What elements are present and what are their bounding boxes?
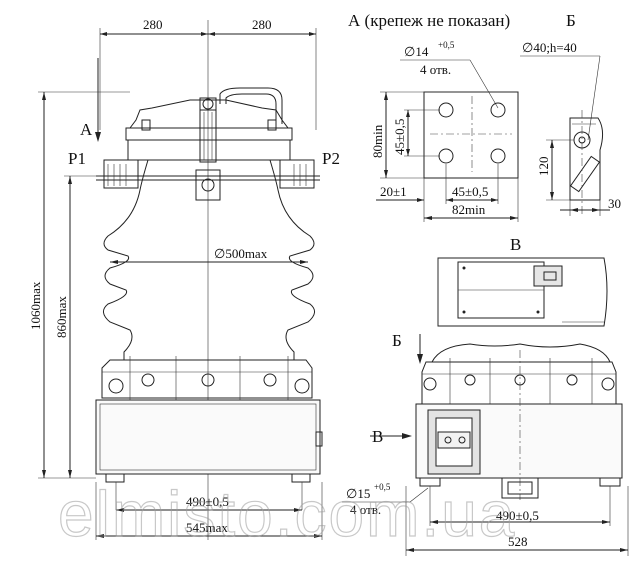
hole-14-count: 4 отв.: [420, 62, 451, 77]
hole-14-tol: +0,5: [438, 40, 455, 50]
view-v-title: В: [510, 235, 521, 254]
dim-20: 20±1: [380, 184, 407, 199]
dim-860max: 860max: [54, 296, 69, 338]
dim-80min: 80min: [370, 124, 385, 158]
label-p1: P1: [68, 149, 86, 168]
dim-528: 528: [508, 534, 528, 549]
dim-120: 120: [536, 157, 551, 177]
front-view: 280 280 А P1 P2: [28, 17, 340, 540]
dim-280-right: 280: [252, 17, 272, 32]
view-v: В: [437, 235, 608, 327]
dim-b-spec: ∅40;h=40: [522, 40, 577, 55]
marker-a: А: [80, 120, 93, 139]
hole-15-count: 4 отв.: [350, 502, 381, 517]
label-p2: P2: [322, 149, 340, 168]
hole-15-dia: ∅15: [346, 486, 370, 501]
hole-14-dia: ∅14: [404, 44, 429, 59]
watermark: elmisto.com.ua: [58, 478, 516, 550]
side-view: Б В ∅15: [342, 331, 629, 556]
dim-45-vert: 45±0,5: [392, 119, 407, 155]
dim-545max: 545max: [186, 520, 228, 535]
dim-1060max: 1060max: [28, 281, 43, 330]
view-b-title: Б: [566, 11, 576, 30]
marker-b: Б: [392, 331, 402, 350]
dim-280-left: 280: [143, 17, 163, 32]
dim-490-side: 490±0,5: [496, 508, 539, 523]
dim-490-front: 490±0,5: [186, 494, 229, 509]
view-a: А (крепеж не показан) ∅14 +0,5 4 отв. 80…: [348, 11, 519, 222]
view-b: Б ∅40;h=40 120 30: [520, 11, 621, 216]
dim-30: 30: [608, 196, 621, 211]
dim-82min: 82min: [452, 202, 486, 217]
dim-45-horiz: 45±0,5: [452, 184, 488, 199]
view-a-title: А (крепеж не показан): [348, 11, 510, 30]
hole-15-tol: +0,5: [374, 482, 391, 492]
dim-diameter-500: ∅500max: [214, 246, 268, 261]
